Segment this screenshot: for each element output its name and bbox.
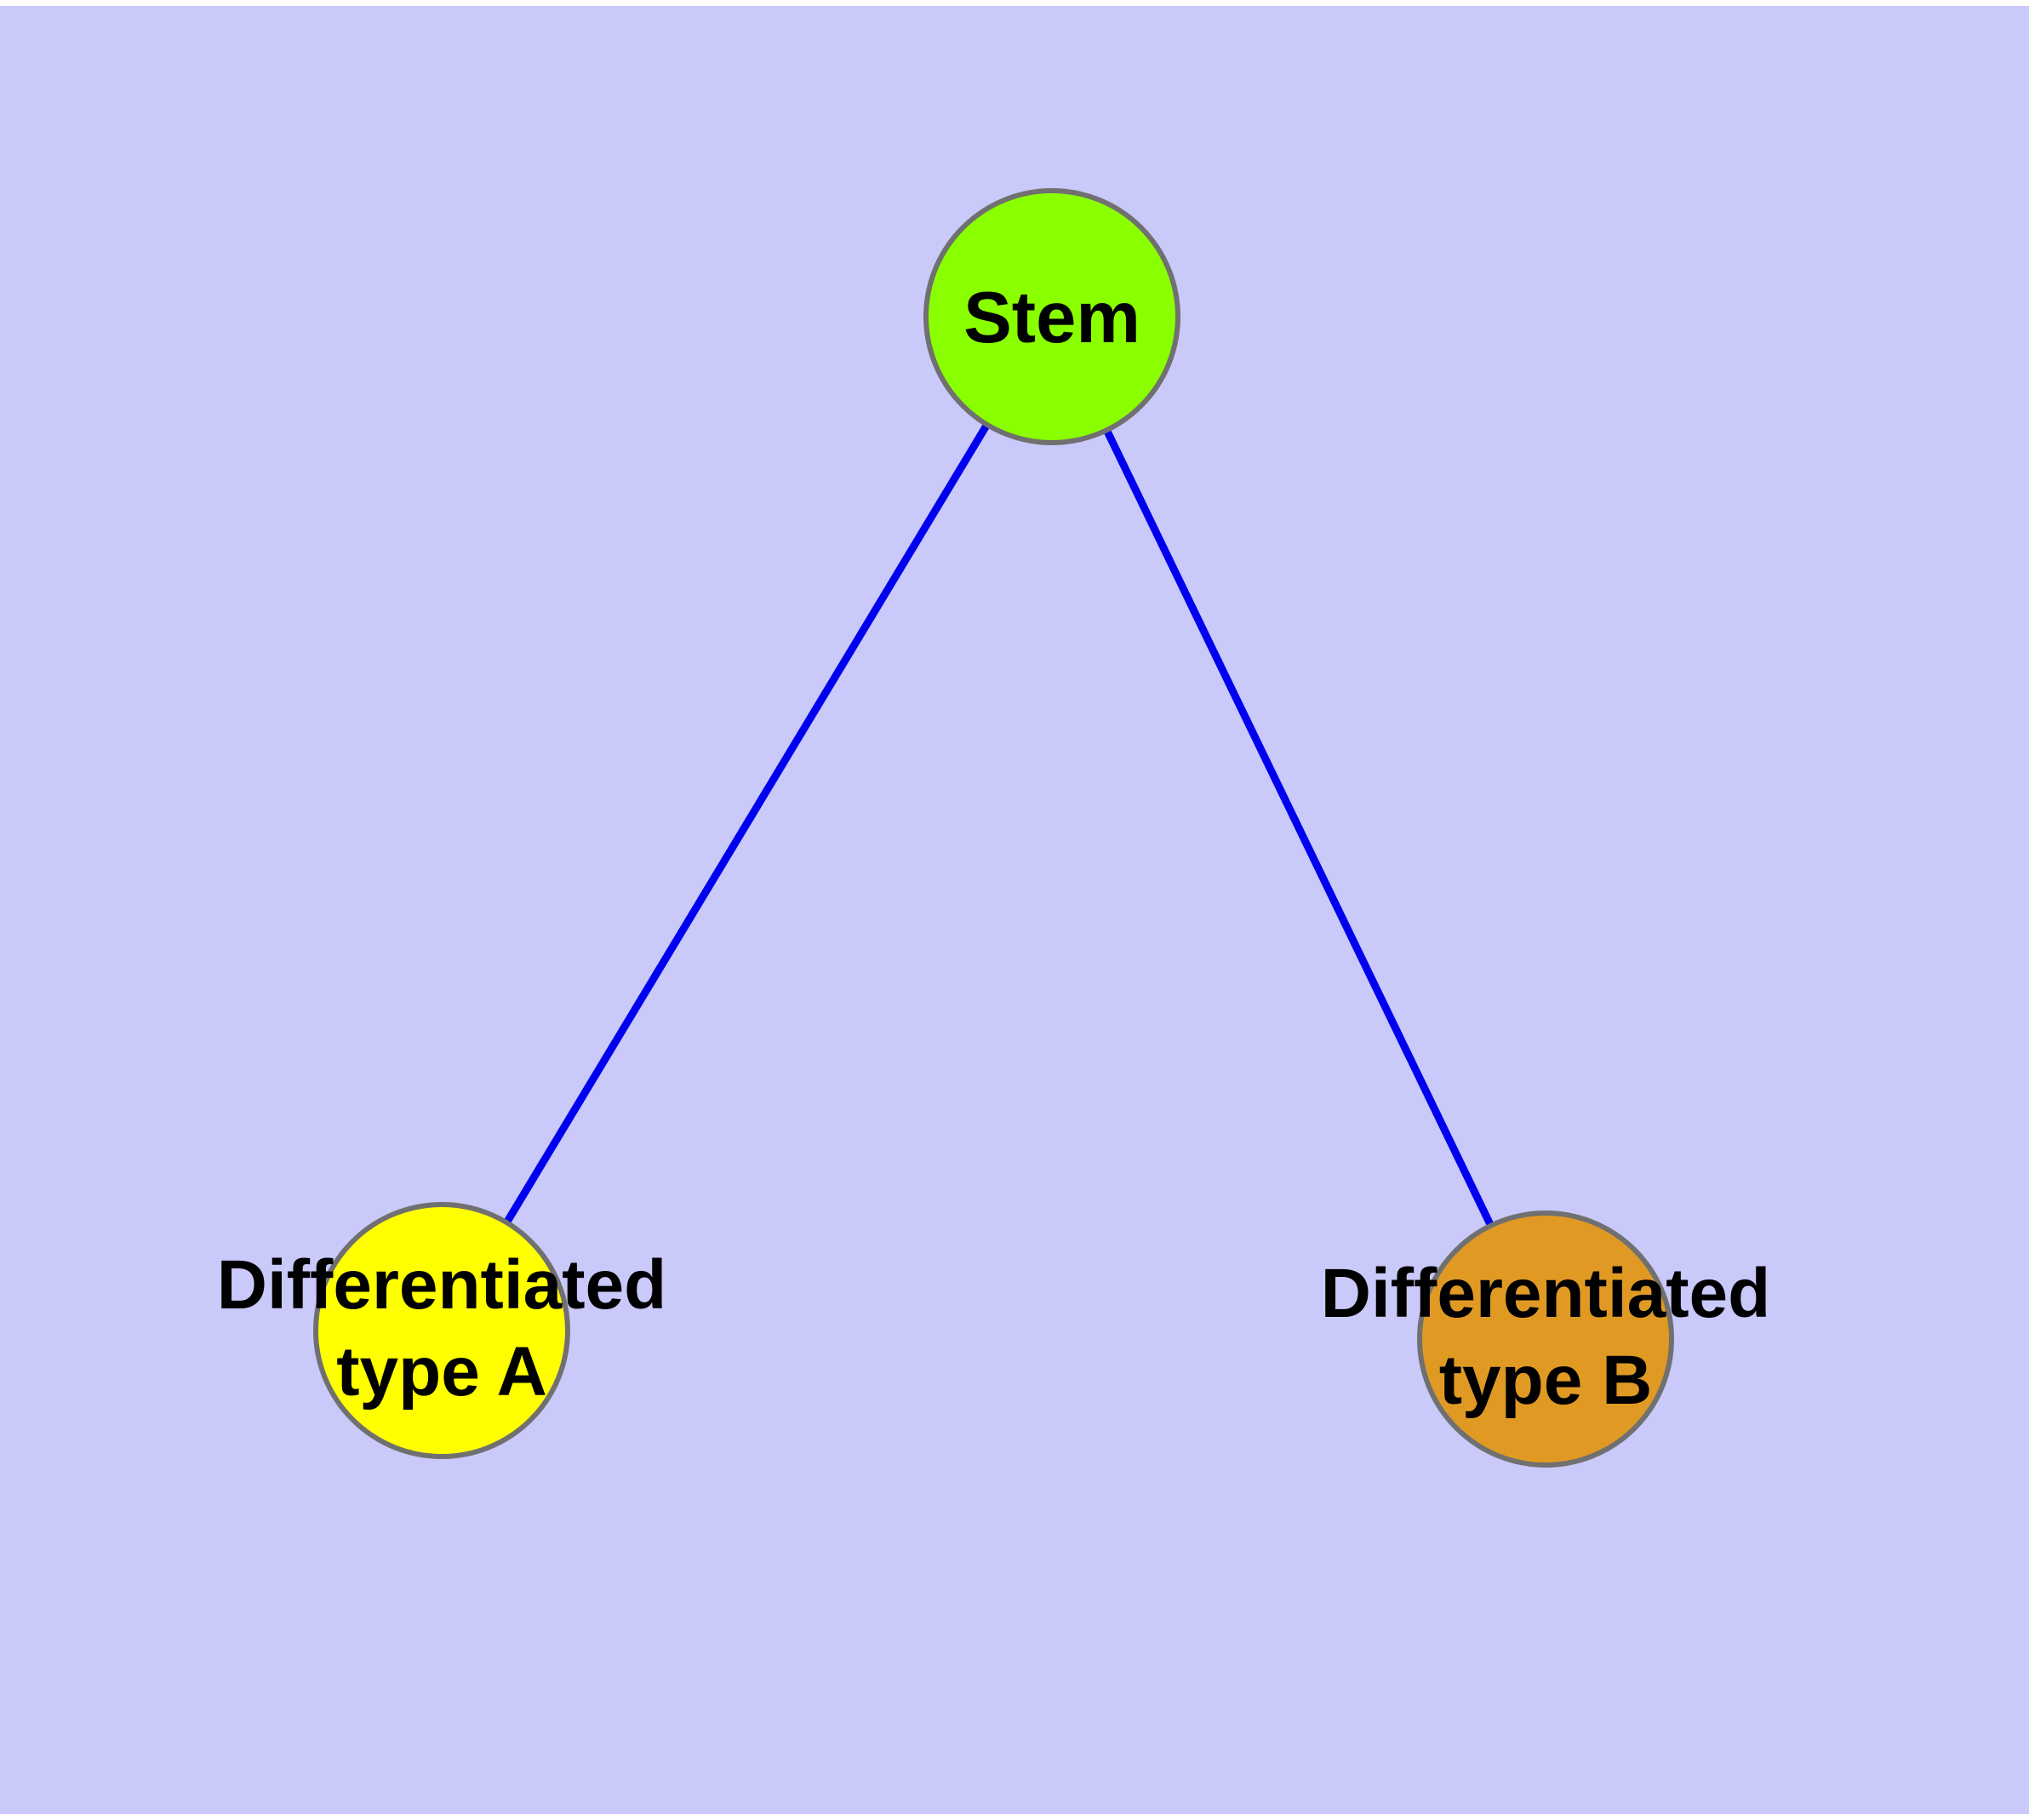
edge-stem-to-differentiated-type-a (438, 314, 1055, 1333)
node-differentiated-type-a[interactable] (313, 1202, 570, 1459)
node-label-differentiated-type-b-line1: Differentiated (1321, 1255, 1771, 1332)
diagram-plot-area: Stem Differentiated type A Differentiate… (0, 6, 2029, 1814)
node-label-differentiated-type-b-line2: type B (1439, 1342, 1653, 1419)
node-label-stem: Stem (963, 278, 1140, 358)
node-circle-stem[interactable] (923, 188, 1180, 445)
node-label-differentiated-type-a-line2: type A (336, 1333, 547, 1411)
node-stem[interactable] (923, 188, 1180, 445)
node-label-differentiated-type-a-line1: Differentiated (217, 1246, 667, 1324)
node-circle-differentiated-type-a[interactable] (313, 1202, 570, 1459)
node-label-group: Stem Differentiated type A Differentiate… (217, 278, 1771, 1419)
edge-group (438, 314, 1550, 1341)
node-differentiated-type-b[interactable] (1417, 1210, 1674, 1468)
graph-svg: Stem Differentiated type A Differentiate… (217, 188, 1771, 1468)
edge-stem-to-differentiated-type-b (1048, 315, 1550, 1341)
node-circle-differentiated-type-b[interactable] (1417, 1210, 1674, 1468)
